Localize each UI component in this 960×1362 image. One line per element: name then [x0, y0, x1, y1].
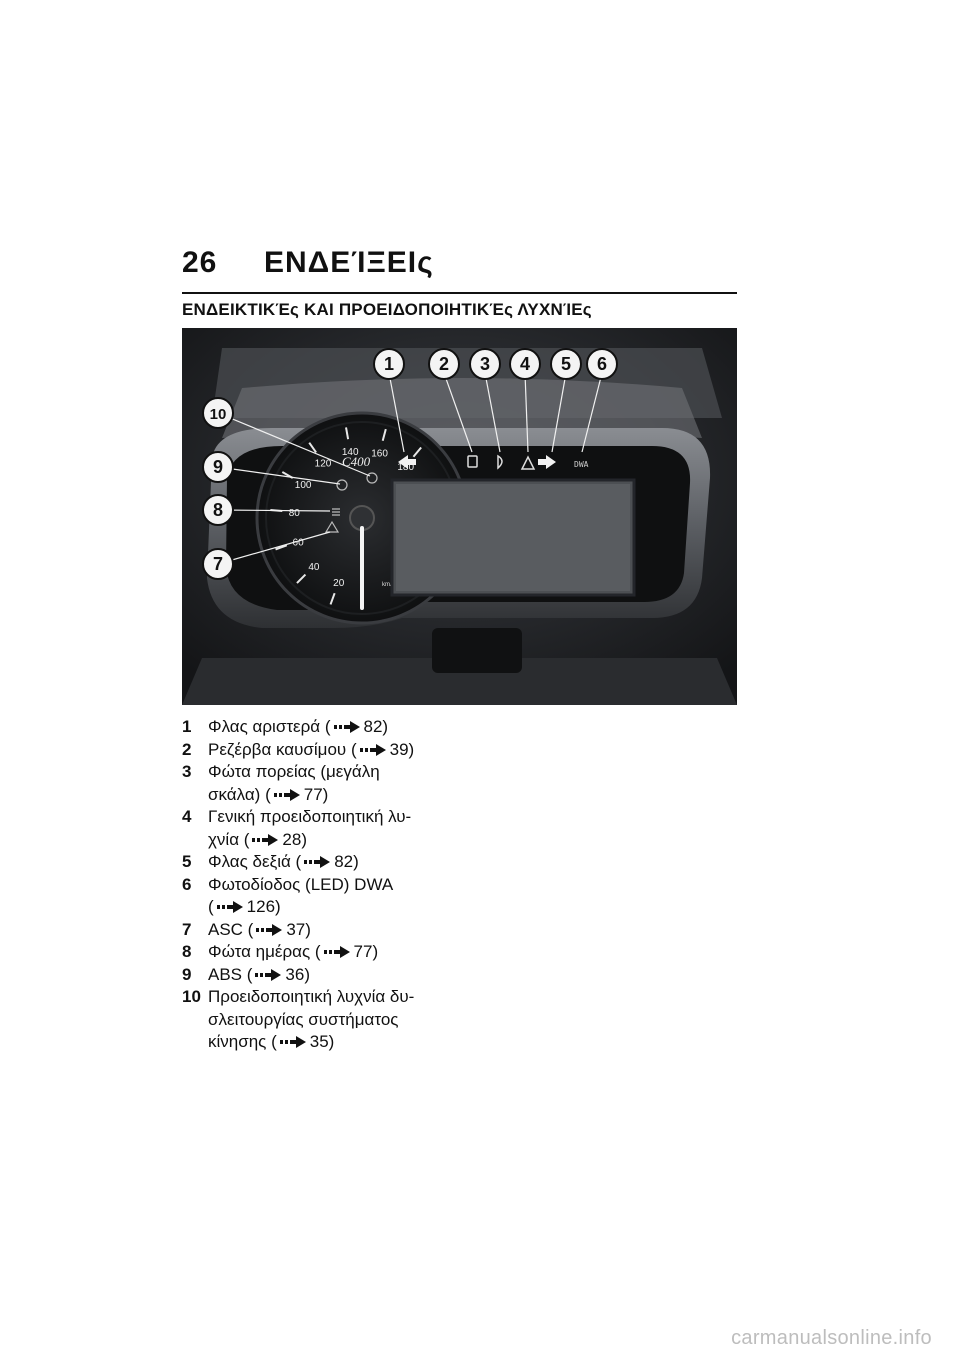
speed-tick-label: 80: [289, 508, 301, 519]
section-title: ΕΝΔΕΙΚΤΙΚΈς ΚΑΙ ΠΡΟΕΙΔΟΠΟΙΗΤΙΚΈς ΛΥΧΝΊΕς: [182, 292, 737, 320]
general-warning-icon: [520, 455, 536, 470]
page-reference-arrow-icon: [273, 788, 300, 801]
callout-4: 4: [509, 348, 541, 380]
speed-tick-label: 120: [315, 458, 332, 469]
page-number: 26: [182, 246, 218, 279]
callout-6: 6: [586, 348, 618, 380]
high-beam-icon: [497, 454, 503, 470]
speed-tick: [329, 592, 336, 605]
speed-tick: [345, 427, 350, 440]
svg-text:8: 8: [213, 500, 223, 520]
speed-unit-label: km/h: [382, 582, 395, 588]
speed-tick: [381, 428, 387, 441]
callout-lines: [217, 372, 603, 565]
abs-icon: [336, 479, 348, 491]
legend-number: 5: [182, 852, 192, 871]
svg-text:5: 5: [561, 354, 571, 374]
callout-markers: 1 2 3 4 5 6 7 8 9 10: [202, 348, 618, 580]
page-reference-arrow-icon: [359, 743, 386, 756]
page-reference-arrow-icon: [216, 901, 243, 913]
legend-number: 6: [182, 874, 192, 894]
legend-item: 10 Προειδοποιητική λυχνία δυ-σλειτουργίας…: [182, 986, 502, 1054]
legend-item: 4 Γενική προειδοποιητική λυ-χνία (28): [182, 806, 502, 851]
svg-text:2: 2: [439, 354, 449, 374]
brand-mark: C400: [342, 454, 371, 469]
asc-icon: [324, 520, 340, 533]
daytime-running-light-icon: [332, 508, 340, 516]
legend-text: Ρεζέρβα καυσίμου (39): [208, 739, 415, 759]
page-header: 26 ΕΝΔΕΊΞΕΙς: [182, 246, 737, 286]
callout-5: 5: [550, 348, 582, 380]
svg-text:10: 10: [210, 406, 227, 423]
legend-text: Προειδοποιητική λυχνία δυ-σλειτουργίας σ…: [208, 987, 415, 1051]
svg-text:9: 9: [213, 457, 223, 477]
svg-text:7: 7: [213, 554, 223, 574]
legend-item: 7 ASC (37): [182, 919, 502, 942]
speed-tick-label: 160: [371, 448, 388, 459]
right-turn-signal-icon: [538, 455, 556, 469]
svg-text:6: 6: [597, 354, 607, 374]
speed-tick-label: 140: [342, 447, 359, 458]
speed-tick-label: 60: [293, 537, 305, 548]
speed-tick: [412, 446, 422, 458]
svg-text:4: 4: [520, 354, 530, 374]
callout-1: 1: [373, 348, 405, 380]
legend-number: 9: [182, 964, 192, 984]
speed-tick: [275, 544, 288, 551]
callout-9: 9: [202, 451, 234, 483]
legend-number: 8: [182, 942, 192, 961]
legend-item: 9 ABS (36): [182, 964, 502, 987]
dwa-led-icon: DWA: [574, 460, 589, 469]
page-reference-arrow-icon: [256, 923, 283, 936]
legend-text: Φλας αριστερά (82): [208, 717, 389, 736]
legend-text: ABS (36): [208, 964, 310, 984]
indicator-row: DWA: [324, 454, 589, 533]
page-title: ΕΝΔΕΊΞΕΙς: [264, 246, 434, 279]
legend-list: 1 Φλας αριστερά (82) 2 Ρεζέρβα καυσίμου (39…: [182, 716, 502, 1054]
legend-number: 10: [182, 987, 201, 1006]
legend-text: Γενική προειδοποιητική λυ-χνία (28): [208, 807, 412, 849]
legend-item: 1 Φλας αριστερά (82): [182, 716, 502, 739]
speed-tick: [296, 573, 307, 584]
speed-tick-label: 100: [295, 480, 312, 491]
page-reference-arrow-icon: [304, 856, 331, 868]
callout-10: 10: [202, 397, 234, 429]
page-reference-arrow-icon: [252, 833, 279, 846]
legend-text: Φωτοδίοδος (LED) DWA(126): [208, 874, 394, 917]
legend-number: 2: [182, 739, 192, 759]
legend-item: 5 Φλας δεξιά (82): [182, 851, 502, 874]
fuel-reserve-icon: [467, 455, 478, 468]
page-reference-arrow-icon: [333, 721, 360, 733]
legend-number: 4: [182, 807, 192, 826]
speed-tick-label: 40: [308, 562, 320, 573]
page-reference-arrow-icon: [255, 968, 282, 981]
callout-7: 7: [202, 548, 234, 580]
page-reference-arrow-icon: [279, 1036, 306, 1048]
legend-item: 8 Φώτα ημέρας (77): [182, 941, 502, 964]
legend-text: ASC (37): [208, 919, 311, 939]
speed-tick-label: 20: [333, 578, 345, 589]
legend-item: 6 Φωτοδίοδος (LED) DWA(126): [182, 874, 502, 919]
callout-3: 3: [469, 348, 501, 380]
svg-text:1: 1: [384, 354, 394, 374]
legend-number: 1: [182, 717, 192, 736]
legend-number: 7: [182, 919, 192, 939]
callout-2: 2: [428, 348, 460, 380]
legend-text: Φλας δεξιά (82): [208, 852, 359, 871]
speed-tick: [308, 442, 317, 454]
left-turn-signal-icon: [398, 455, 416, 469]
drive-malfunction-icon: [366, 472, 378, 484]
legend-number: 3: [182, 762, 192, 781]
legend-text: Φώτα ημέρας (77): [208, 942, 379, 961]
watermark: carmanualsonline.info: [731, 1327, 932, 1349]
legend-item: 2 Ρεζέρβα καυσίμου (39): [182, 739, 502, 762]
callout-8: 8: [202, 494, 234, 526]
svg-text:3: 3: [480, 354, 490, 374]
page-reference-arrow-icon: [323, 946, 350, 958]
